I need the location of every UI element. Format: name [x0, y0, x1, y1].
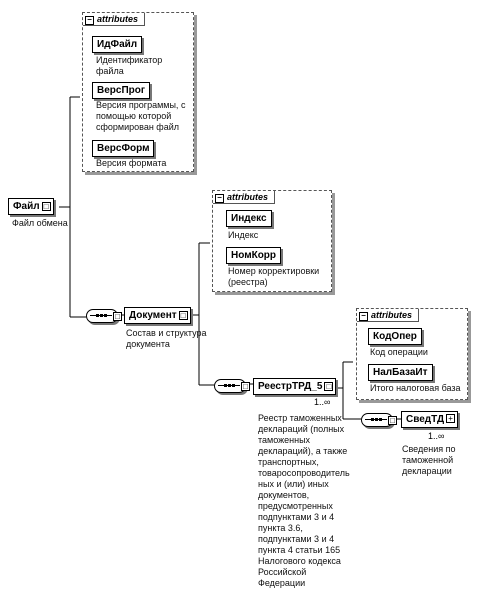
- attr-kodoper-desc: Код операции: [370, 347, 428, 357]
- element-customs-cardinality: 1..∞: [428, 431, 445, 441]
- element-customs-desc: Сведения по таможенной декларации: [402, 444, 456, 476]
- element-customs-label: СведТД: [406, 414, 445, 425]
- collapse-icon[interactable]: −: [215, 194, 224, 203]
- attr-versform-desc: Версия формата: [96, 158, 167, 168]
- attributes-tab[interactable]: −attributes: [213, 191, 276, 204]
- element-registry-cardinality: 1..∞: [314, 397, 331, 407]
- expand-icon[interactable]: □: [324, 382, 334, 391]
- element-file-desc: Файл обмена: [12, 218, 68, 228]
- attr-versform[interactable]: ВерсФорм: [92, 140, 155, 157]
- expand-icon[interactable]: □: [388, 416, 397, 425]
- attributes-tab[interactable]: −attributes: [83, 13, 146, 26]
- sequence-compositor[interactable]: □: [86, 309, 122, 323]
- attributes-tab-label: attributes: [97, 14, 139, 24]
- expand-icon[interactable]: □: [241, 382, 250, 391]
- element-customs[interactable]: СведТД +: [401, 411, 459, 428]
- element-file[interactable]: Файл □: [8, 198, 54, 215]
- attr-nalbazait-desc: Итого налоговая база: [370, 383, 461, 393]
- attr-index-desc: Индекс: [228, 230, 259, 240]
- attr-nomkorr-desc: Номер корректировки (реестра): [228, 266, 320, 287]
- expand-icon[interactable]: □: [41, 202, 51, 211]
- attr-index[interactable]: Индекс: [226, 210, 272, 227]
- attr-idfile[interactable]: ИдФайл: [92, 36, 143, 53]
- element-document-label: Документ: [129, 310, 177, 321]
- element-registry[interactable]: РеестрТРД_5 □: [253, 378, 337, 395]
- attr-versprog[interactable]: ВерсПрог: [92, 82, 151, 99]
- attr-nalbazait[interactable]: НалБазаИт: [368, 364, 433, 381]
- element-file-label: Файл: [13, 201, 40, 212]
- attr-kodoper[interactable]: КодОпер: [368, 328, 422, 345]
- attr-idfile-desc: Идентификатор файла: [96, 55, 163, 76]
- sequence-compositor[interactable]: □: [361, 413, 397, 427]
- attributes-tab-label: attributes: [227, 192, 269, 202]
- element-document[interactable]: Документ □: [124, 307, 191, 324]
- element-registry-desc: Реестр таможенных деклараций (полных там…: [258, 413, 350, 588]
- expand-icon[interactable]: □: [113, 312, 122, 321]
- collapse-icon[interactable]: −: [85, 16, 94, 25]
- sequence-compositor[interactable]: □: [214, 379, 250, 393]
- expand-icon[interactable]: □: [178, 311, 188, 320]
- attr-nomkorr[interactable]: НомКорр: [226, 247, 282, 264]
- collapse-icon[interactable]: −: [359, 312, 368, 321]
- element-document-desc: Состав и структура документа: [126, 328, 207, 349]
- attributes-tab-label: attributes: [371, 310, 413, 320]
- attributes-group-registry: −attributes: [356, 308, 468, 400]
- expand-icon[interactable]: +: [446, 414, 456, 423]
- element-registry-label: РеестрТРД_5: [258, 381, 323, 392]
- attr-versprog-desc: Версия программы, с помощью которой сфор…: [96, 100, 186, 132]
- attributes-group-document: −attributes: [212, 190, 332, 292]
- attributes-tab[interactable]: −attributes: [357, 309, 420, 322]
